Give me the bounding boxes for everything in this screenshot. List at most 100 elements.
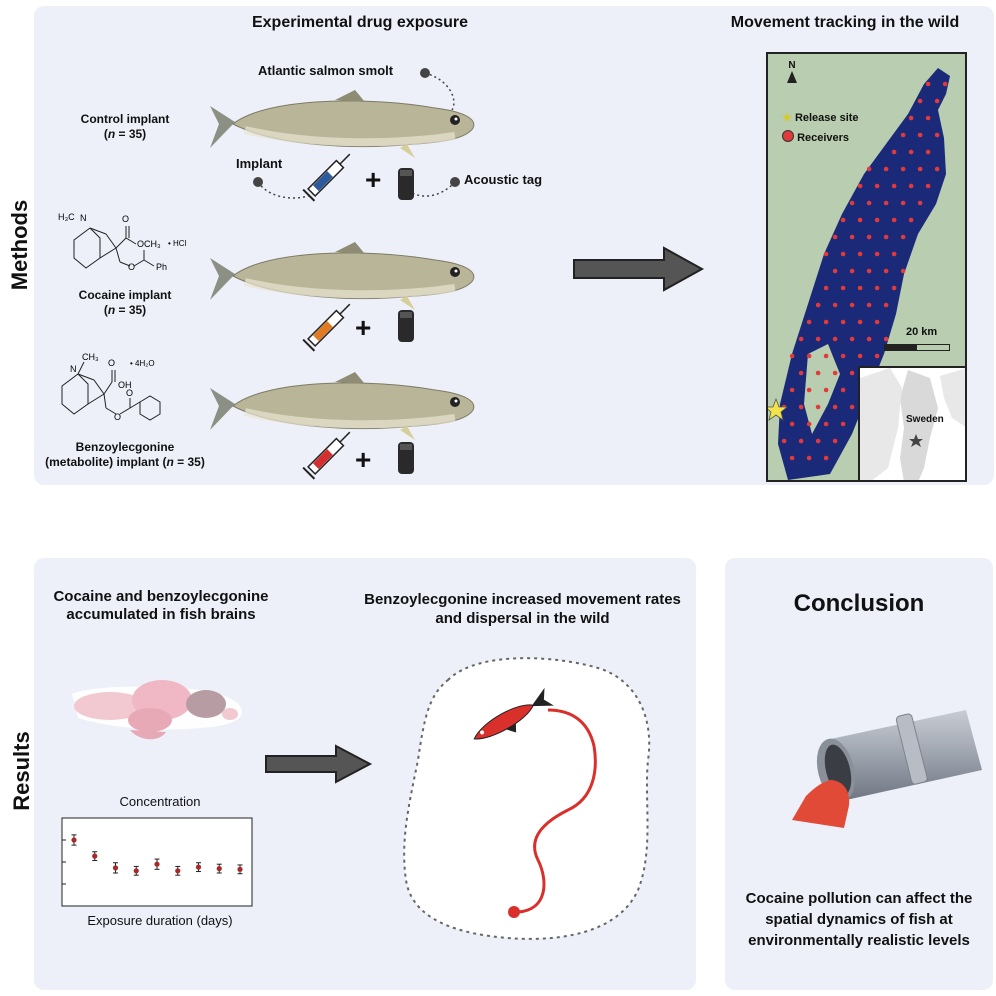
receiver-dot: [917, 200, 923, 206]
receiver-dot: [798, 438, 804, 444]
receiver-dot: [823, 251, 829, 257]
receiver-dot: [832, 370, 838, 376]
receiver-dot: [908, 115, 914, 121]
receiver-dot: [849, 268, 855, 274]
data-point: [175, 868, 181, 874]
receiver-dot: [832, 234, 838, 240]
conclusion-heading: Conclusion: [793, 590, 925, 617]
receiver-dot: [883, 336, 889, 342]
receiver-dot: [798, 336, 804, 342]
receiver-dot: [900, 234, 906, 240]
plus-bze: +: [355, 444, 372, 475]
receiver-dot: [925, 183, 931, 189]
receiver-dot: [823, 353, 829, 359]
receiver-dot: [942, 81, 948, 87]
receiver-dot: [806, 319, 812, 325]
lake-map: N ★ Release site Receivers 20 km Sweden: [766, 52, 967, 482]
receiver-dot: [891, 149, 897, 155]
receiver-dot: [823, 421, 829, 427]
receiver-dot: [849, 404, 855, 410]
receiver-dot: [806, 353, 812, 359]
exposure-title: Experimental drug exposure: [251, 14, 469, 31]
release-site-marker: [768, 397, 789, 421]
control-group-label: Control implant (n = 35): [80, 112, 170, 141]
receiver-dot: [925, 149, 931, 155]
data-point: [71, 837, 77, 843]
cocaine-structure: H₃C N O OCH₃ O O Ph • HCl: [58, 212, 187, 272]
salmon-control: [210, 90, 475, 158]
acoustic-tag-control-icon: [398, 168, 414, 200]
svg-text:N: N: [80, 213, 87, 223]
receiver-dot: [891, 285, 897, 291]
map-legend: ★ Release site Receivers: [782, 112, 859, 144]
receiver-dot: [798, 370, 804, 376]
svg-text:O: O: [114, 412, 121, 422]
receiver-dot: [900, 200, 906, 206]
receiver-dot: [925, 115, 931, 121]
receiver-dot: [857, 183, 863, 189]
receiver-dot: [789, 421, 795, 427]
callout-lines: [253, 68, 460, 199]
acoustic-tag-cocaine-icon: [398, 310, 414, 342]
svg-text:O: O: [122, 214, 129, 224]
receiver-dot: [883, 234, 889, 240]
receiver-dot: [840, 353, 846, 359]
receiver-dot: [789, 387, 795, 393]
receiver-dot: [789, 455, 795, 461]
syringe-bze-icon: [302, 431, 351, 480]
receiver-dot: [806, 387, 812, 393]
receiver-dot: [866, 268, 872, 274]
receiver-dot: [883, 200, 889, 206]
receiver-dot: [832, 438, 838, 444]
receiver-dot: [823, 319, 829, 325]
receiver-dot: [806, 455, 812, 461]
receiver-dot: [883, 268, 889, 274]
chart-title: Concentration: [119, 794, 201, 809]
benzoylecgonine-structure: CH₃ N O OH O O • 4H₂O: [61, 352, 161, 422]
data-point: [92, 853, 98, 859]
tracking-title: Movement tracking in the wild: [730, 14, 960, 31]
receiver-dot: [832, 336, 838, 342]
salmon-benzoylecgonine: [210, 372, 475, 440]
receiver-dot: [823, 387, 829, 393]
receiver-dot: [789, 353, 795, 359]
receiver-dot: [917, 166, 923, 172]
svg-text:Ph: Ph: [156, 262, 167, 272]
north-arrow-icon: N: [782, 60, 802, 83]
data-point: [154, 861, 160, 867]
receiver-dot: [866, 302, 872, 308]
svg-text:• 4H₂O: • 4H₂O: [130, 359, 155, 368]
receiver-dot: [900, 166, 906, 172]
receiver-dot: [849, 234, 855, 240]
svg-text:• HCl: • HCl: [168, 239, 187, 248]
receiver-dot: [874, 285, 880, 291]
receiver-dot: [866, 336, 872, 342]
receiver-dot: [840, 251, 846, 257]
plus-cocaine: +: [355, 312, 372, 343]
movement-track: [517, 708, 597, 914]
data-point: [195, 864, 202, 870]
plus-control: +: [365, 164, 382, 195]
receiver-dot: [891, 217, 897, 223]
svg-text:O: O: [108, 358, 115, 368]
receiver-dot: [908, 149, 914, 155]
receiver-dot: [883, 166, 889, 172]
receiver-dot: [823, 455, 829, 461]
receiver-dot: [849, 336, 855, 342]
receiver-dot: [832, 302, 838, 308]
syringe-cocaine-icon: [302, 303, 351, 352]
receiver-dot: [891, 251, 897, 257]
cocaine-group-label: Cocaine implant (n = 35): [78, 288, 172, 317]
receiver-dot: [857, 353, 863, 359]
svg-text:O: O: [126, 388, 133, 398]
receiver-dot: [840, 421, 846, 427]
concentration-chart: [61, 817, 253, 907]
receiver-dot: [874, 217, 880, 223]
scale-bar: [884, 344, 950, 351]
receiver-dot: [908, 183, 914, 189]
receiver-dot: [832, 404, 838, 410]
receiver-dot: [934, 166, 940, 172]
track-start-marker: [508, 906, 520, 918]
receiver-dot: [815, 404, 821, 410]
data-point: [112, 865, 119, 871]
